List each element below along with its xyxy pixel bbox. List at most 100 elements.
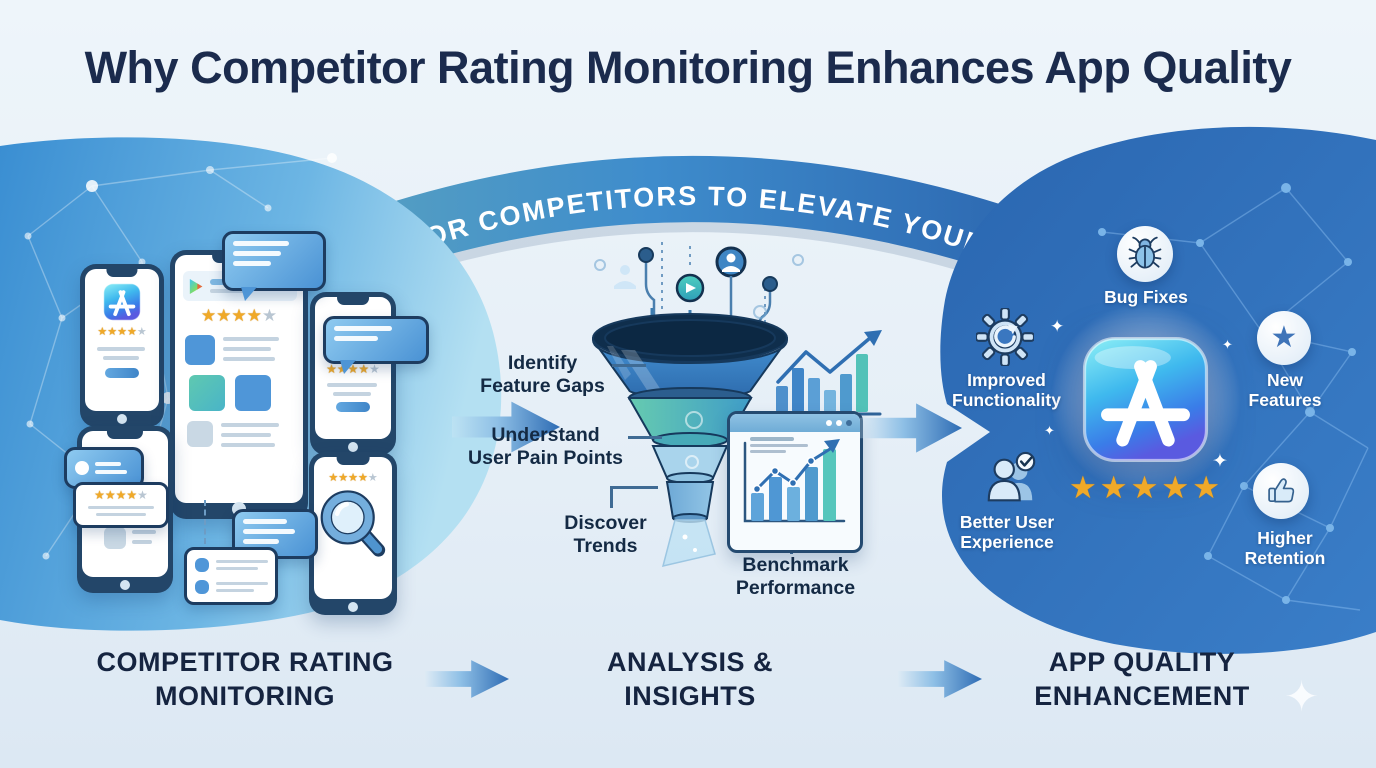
magnifier-icon	[316, 485, 390, 576]
star-icon: ★	[369, 362, 380, 376]
phone-play-store: ★★★★★	[170, 250, 308, 519]
sparkle-icon: ✦	[1212, 451, 1228, 472]
phone-search: ★★★★★	[309, 452, 397, 615]
text-block	[132, 530, 156, 544]
star-icon: ★	[336, 362, 348, 376]
sparkle-icon: ✦	[1222, 337, 1233, 352]
review-bullet	[195, 580, 209, 594]
star-icon: ★	[97, 326, 108, 338]
thumbs-up-icon-circle	[1253, 463, 1309, 519]
star-icon: ★	[1130, 470, 1162, 505]
star-icon: ★	[347, 362, 359, 376]
star-icon: ★	[216, 306, 232, 325]
review-bullet	[195, 558, 209, 572]
five-star-rating: ★★★★★	[1068, 472, 1224, 503]
data-points	[752, 456, 816, 494]
sparkle-icon: ✦	[1284, 673, 1320, 720]
star-icon: ★	[326, 362, 337, 376]
funnel-body	[591, 313, 789, 568]
review-card: ★★★★★	[73, 482, 169, 528]
star-icon: ★	[200, 306, 217, 325]
phone-notch	[337, 297, 369, 305]
benefit-higher-retention: Higher Retention	[1244, 528, 1326, 569]
star-icon: ★	[338, 472, 349, 484]
benefit-better-ux: Better User Experience	[959, 512, 1055, 553]
teal-node-icon	[675, 273, 705, 303]
star-rating: ★★★★★	[85, 327, 159, 338]
star-icon-circle: ★	[1257, 311, 1311, 365]
avatar	[75, 461, 89, 475]
chart-bars	[776, 354, 868, 412]
review-bubble	[323, 316, 429, 374]
window-dot	[826, 420, 832, 426]
sparkle-icon: ✦	[1044, 423, 1055, 438]
star-rating: ★★★★★	[314, 473, 392, 484]
users-check-icon	[980, 450, 1042, 513]
chart-bars	[751, 449, 836, 521]
window-dot	[846, 420, 852, 426]
funnel-label-discover: Discover Trends	[564, 512, 647, 557]
action-button	[336, 402, 370, 412]
star-icon: ★	[136, 326, 147, 338]
app-tile	[187, 421, 213, 447]
star-icon: ★	[357, 472, 368, 484]
benchmark-chart	[743, 439, 846, 523]
google-play-icon	[189, 278, 203, 294]
home-button	[117, 414, 127, 424]
text-line	[327, 383, 377, 387]
bubble-lines	[95, 462, 133, 474]
label-connector	[612, 364, 646, 367]
sparkle-icon: ✦	[1050, 317, 1065, 336]
star-icon: ★	[137, 488, 148, 502]
star-icon: ★	[1099, 470, 1131, 505]
star-icon: ★	[1192, 470, 1223, 505]
benefit-new-features: New Features	[1248, 370, 1322, 411]
star-rating: ★★★★★	[315, 363, 391, 375]
funnel-label-benchmark: Benchmark Performance	[735, 554, 856, 599]
star-icon: ★	[358, 362, 370, 376]
label-connector	[610, 486, 658, 489]
app-tile	[235, 375, 271, 411]
text-line	[96, 513, 146, 516]
review-bubble	[222, 231, 326, 301]
star-icon: ★	[126, 488, 138, 502]
home-button	[348, 442, 358, 452]
star-icon: ★	[107, 326, 118, 338]
app-tile	[185, 335, 215, 365]
input-node	[638, 247, 654, 263]
step-competitor-rating-monitoring: COMPETITOR RATING MONITORING	[96, 647, 394, 711]
thumbs-up-icon	[1268, 478, 1295, 503]
ghost-user-icon	[614, 265, 636, 289]
input-node	[762, 276, 778, 292]
gear-refresh-icon	[974, 306, 1036, 371]
phone-screen: ★★★★★	[85, 269, 159, 411]
page-title: Why Competitor Rating Monitoring Enhance…	[84, 42, 1292, 93]
text-line	[103, 356, 139, 360]
step-analysis-insights: ANALYSIS & INSIGHTS	[606, 647, 774, 711]
benefit-improved-functionality: Improved Functionality	[952, 370, 1061, 411]
analytics-window	[727, 411, 863, 553]
star-icon: ★	[1069, 470, 1100, 505]
star-icon: ★	[246, 306, 262, 325]
bug-icon-circle	[1117, 226, 1173, 282]
app-store-icon	[103, 283, 141, 326]
bug-icon	[1128, 236, 1162, 269]
text-block	[223, 337, 279, 361]
home-button	[120, 580, 130, 590]
install-button	[105, 368, 139, 378]
star-icon: ★	[1270, 321, 1298, 354]
growth-bar-chart	[770, 330, 882, 416]
funnel-label-identify: Identify Feature Gaps	[480, 352, 605, 397]
label-connector	[610, 486, 613, 508]
text-line	[333, 392, 371, 396]
star-icon: ★	[117, 326, 127, 338]
funnel-label-understand: Understand User Pain Points	[468, 424, 623, 469]
phone-notch	[336, 457, 370, 465]
trend-arrowhead	[864, 330, 882, 346]
text-line	[97, 347, 145, 351]
phone-screen: ★★★★★	[175, 255, 303, 503]
step-app-quality-enhancement: APP QUALITY ENHANCEMENT	[1034, 647, 1250, 711]
star-icon: ★	[115, 488, 127, 502]
dashed-connector	[204, 500, 206, 544]
thumb-tile	[104, 527, 126, 549]
